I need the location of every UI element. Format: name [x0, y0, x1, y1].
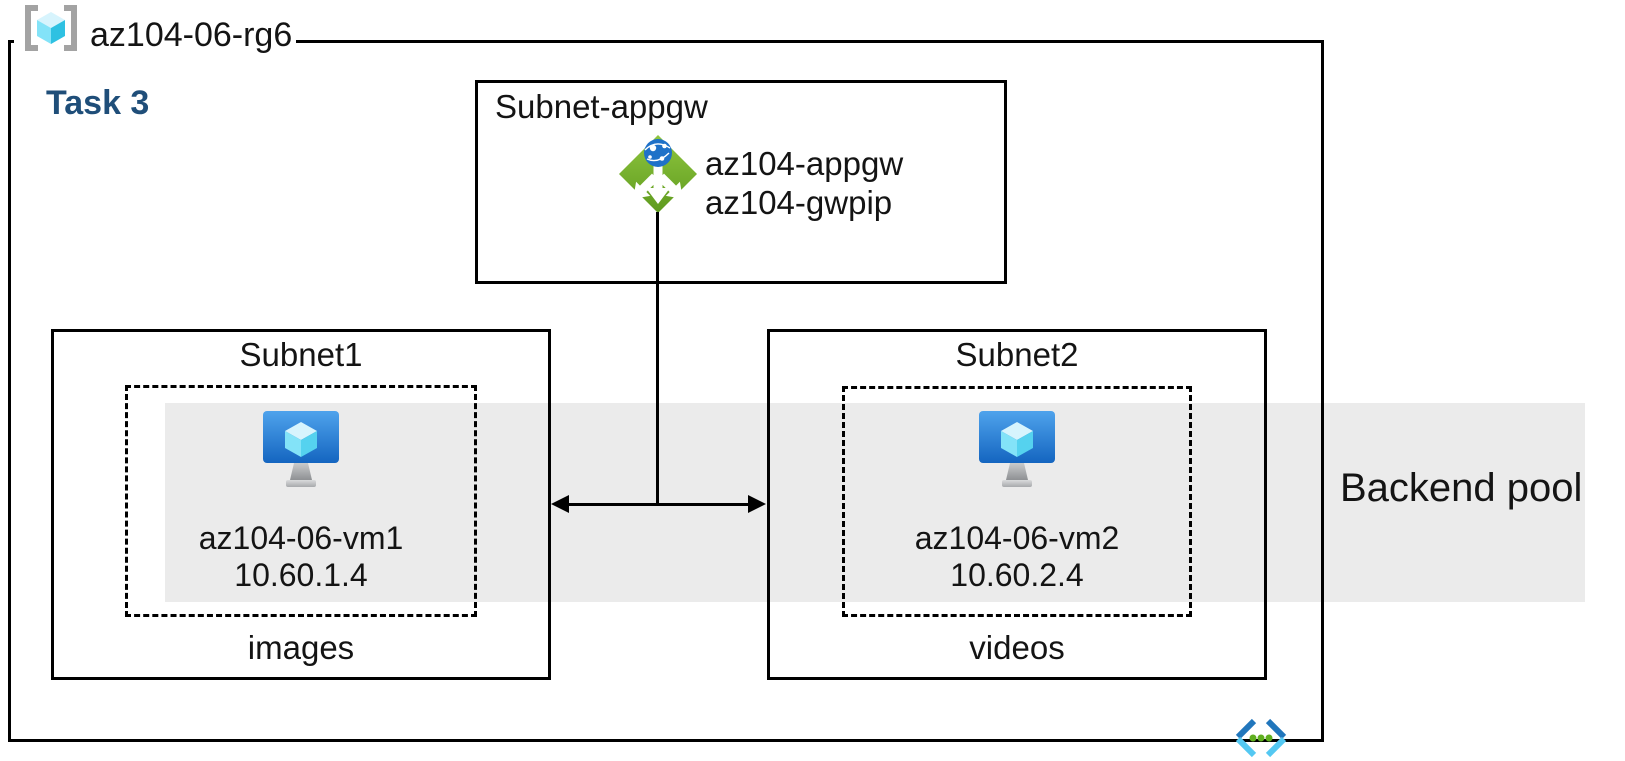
appgw-name: az104-appgw	[705, 145, 904, 182]
vm2-name: az104-06-vm2	[914, 520, 1120, 556]
virtual-network-icon	[1235, 718, 1287, 758]
subnet1-backend-dashed-box	[125, 385, 477, 617]
subnet1-box	[51, 329, 551, 680]
appgw-connector-line	[656, 212, 659, 506]
task-label: Task 3	[46, 84, 150, 122]
backend-pool-band	[165, 403, 1585, 602]
resource-group-label-patch	[14, 30, 296, 52]
subnet1-title: Subnet1	[239, 336, 363, 373]
resource-group-icon	[25, 5, 77, 51]
vm1-label: az104-06-vm1 10.60.1.4	[125, 520, 477, 594]
virtual-machine-icon	[263, 411, 339, 487]
appgw-public-ip-name: az104-gwpip	[705, 184, 893, 221]
subnet2-box	[767, 329, 1267, 680]
resource-group-box	[8, 40, 1324, 742]
subnet2-folder-label: videos	[969, 629, 1065, 666]
subnet2-title: Subnet2	[955, 336, 1079, 373]
subnet-appgw-title: Subnet-appgw	[495, 88, 708, 125]
backend-pool-label: Backend pool	[1340, 466, 1583, 510]
appgw-resource-names: az104-appgw az104-gwpip	[705, 144, 903, 222]
left-arrowhead-icon	[551, 495, 569, 513]
vm1-name: az104-06-vm1	[198, 520, 404, 556]
vm2-label: az104-06-vm2 10.60.2.4	[842, 520, 1192, 594]
vm2-ip: 10.60.2.4	[950, 557, 1084, 593]
subnet-appgw-box	[475, 80, 1007, 284]
application-gateway-icon	[619, 135, 697, 213]
resource-group-title: az104-06-rg6	[90, 16, 293, 54]
subnet2-backend-dashed-box	[842, 386, 1192, 617]
subnet1-folder-label: images	[247, 629, 355, 666]
vm1-ip: 10.60.1.4	[234, 557, 368, 593]
right-arrowhead-icon	[748, 495, 766, 513]
subnet-connector-line	[566, 503, 751, 506]
virtual-machine-icon	[979, 411, 1055, 487]
